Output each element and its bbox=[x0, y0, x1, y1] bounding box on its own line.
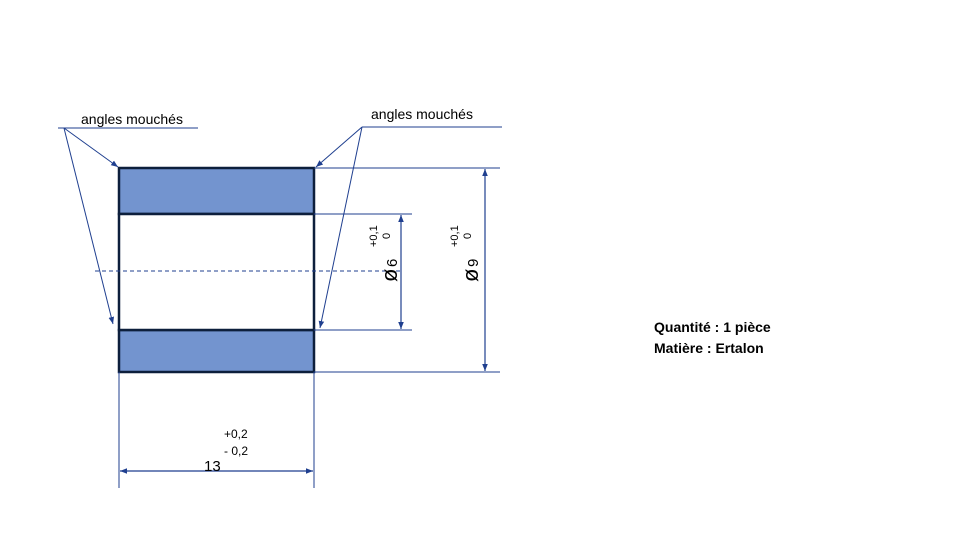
length-tol-minus: - 0,2 bbox=[224, 444, 248, 458]
top-wall-section bbox=[117, 166, 316, 216]
inner-diameter-annotation: ø 6 +0,1 0 bbox=[368, 225, 402, 282]
inner-diameter-value: 6 bbox=[384, 259, 401, 267]
outer-diameter-value: 9 bbox=[465, 259, 482, 267]
outer-diameter-tol-minus: 0 bbox=[462, 233, 474, 239]
outer-diameter-annotation: ø 9 +0,1 0 bbox=[449, 225, 483, 282]
length-tol-plus: +0,2 bbox=[224, 427, 248, 441]
quantity-text: Quantité : 1 pièce bbox=[654, 319, 771, 335]
material-text: Matière : Ertalon bbox=[654, 340, 764, 356]
bore-outline bbox=[117, 212, 316, 332]
inner-diameter-symbol: ø bbox=[377, 269, 402, 282]
right-leader bbox=[315, 126, 502, 329]
inner-diameter-tol-plus: +0,1 bbox=[368, 225, 380, 247]
inner-diameter-tol-minus: 0 bbox=[381, 233, 393, 239]
left-leader bbox=[58, 127, 198, 325]
right-chamfer-label: angles mouchés bbox=[371, 106, 473, 122]
part-info: Quantité : 1 pièce Matière : Ertalon bbox=[654, 317, 771, 359]
bottom-wall-section bbox=[117, 328, 316, 374]
outer-diameter-symbol: ø bbox=[458, 269, 483, 282]
extension-lines bbox=[118, 167, 500, 488]
left-chamfer-label: angles mouchés bbox=[81, 111, 183, 127]
length-value: 13 bbox=[204, 458, 221, 475]
outer-diameter-tol-plus: +0,1 bbox=[449, 225, 461, 247]
